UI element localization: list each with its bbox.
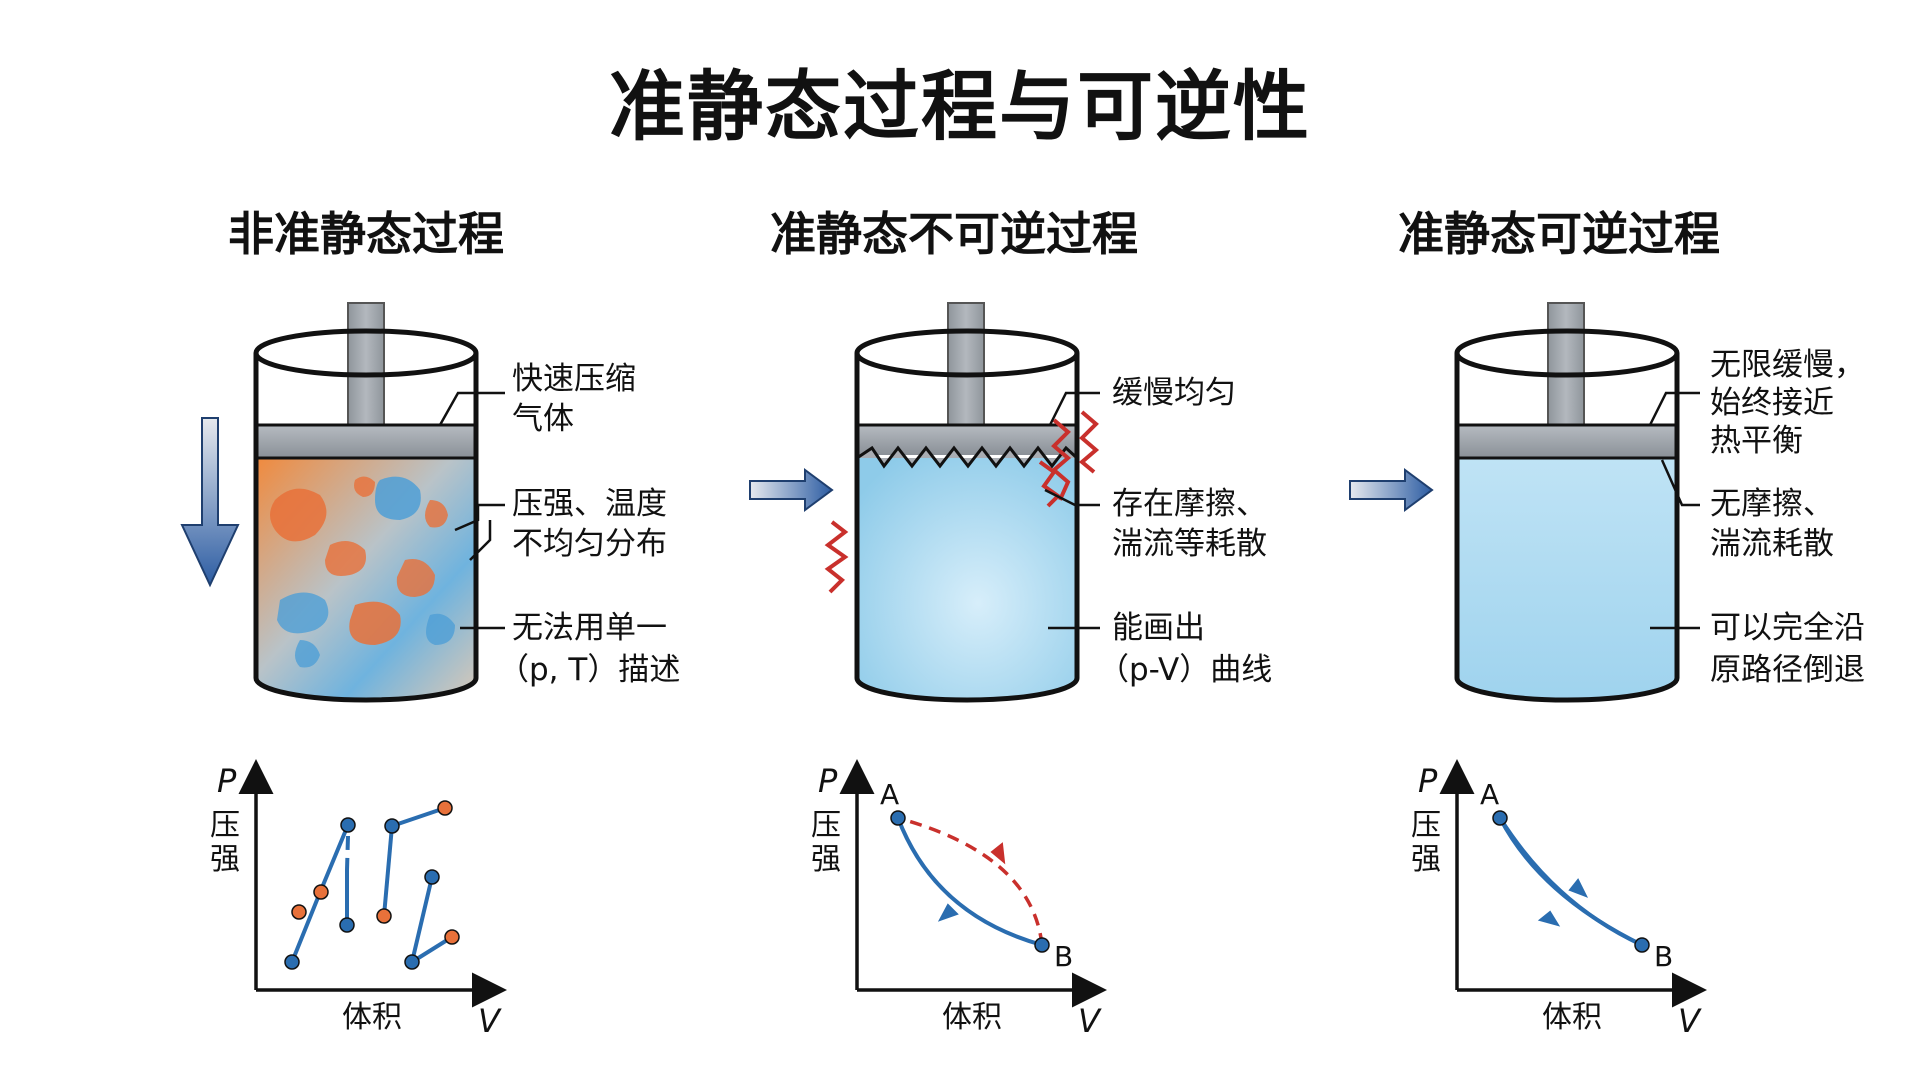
panel2-p-symbol: P	[818, 762, 838, 800]
panel3-cylinder	[1454, 302, 1680, 703]
panel3-label-reverse-2: 原路径倒退	[1710, 652, 1865, 688]
friction-spark-icons	[824, 410, 1100, 594]
panel2-pv-curves	[890, 810, 1050, 953]
panel1-label-no-single-2: （p, T）描述	[498, 652, 681, 688]
panel2-leaders	[1044, 391, 1100, 630]
panel3-v-symbol: V	[1678, 1002, 1700, 1040]
panel2-label-curve-2: （p-V）曲线	[1098, 652, 1273, 688]
compression-arrow-icon	[180, 417, 240, 588]
panel2-label-slow: 缓慢均匀	[1112, 375, 1236, 411]
panel1-cylinder	[253, 302, 479, 703]
panel3-label-reverse-1: 可以完全沿	[1710, 610, 1865, 646]
panel1-v-label: 体积	[342, 1000, 402, 1035]
panel2-v-symbol: V	[1078, 1002, 1100, 1040]
panel1-label-nonuniform-1: 压强、温度	[512, 486, 667, 522]
panel2-p-char1: 压	[811, 808, 841, 843]
panel1-scattered-states	[284, 800, 460, 970]
panel3-pv-curves	[1492, 810, 1650, 953]
panel3-pv-axes	[1439, 759, 1707, 1008]
panel2-point-a: A	[880, 778, 900, 811]
panel2-cylinder	[854, 302, 1080, 703]
panel2-heading: 准静态不可逆过程	[770, 207, 1138, 261]
panel3-p-char1: 压	[1411, 808, 1441, 843]
panel1-pv-axes	[238, 759, 507, 1008]
panel2-label-friction-1: 存在摩擦、	[1112, 486, 1267, 522]
panel2-label-curve-1: 能画出	[1112, 610, 1205, 646]
panel3-push-arrow-icon	[1349, 468, 1434, 512]
panel1-label-fast-compress: 快速压缩	[512, 361, 636, 397]
panel3-v-label: 体积	[1542, 1000, 1602, 1035]
panel1-label-gas: 气体	[512, 401, 574, 437]
panel2-point-b: B	[1054, 940, 1074, 973]
panel3-point-a: A	[1480, 778, 1500, 811]
page-title: 准静态过程与可逆性	[609, 62, 1311, 151]
panel3-point-b: B	[1654, 940, 1674, 973]
panel3-label-slow-2: 始终接近	[1710, 385, 1834, 421]
panel1-label-nonuniform-2: 不均匀分布	[512, 526, 667, 562]
panel1-heading: 非准静态过程	[228, 207, 504, 261]
panel1-leaders	[438, 391, 505, 630]
panel2-push-arrow-icon	[749, 468, 834, 512]
panel3-label-slow-1: 无限缓慢，	[1710, 347, 1865, 383]
panel3-leaders	[1648, 391, 1700, 630]
panel3-label-no-friction-1: 无摩擦、	[1710, 486, 1834, 522]
gas-blobs	[270, 476, 455, 668]
panel1-p-char1: 压	[210, 808, 240, 843]
panel3-p-char2: 强	[1411, 842, 1441, 877]
panel1-label-no-single-1: 无法用单一	[512, 610, 667, 646]
panel1-v-symbol: V	[478, 1002, 500, 1040]
panel1-p-symbol: P	[217, 762, 237, 800]
panel3-label-no-friction-2: 湍流耗散	[1710, 526, 1834, 562]
panel3-p-symbol: P	[1418, 762, 1438, 800]
panel2-label-friction-2: 湍流等耗散	[1112, 526, 1267, 562]
panel3-heading: 准静态可逆过程	[1398, 207, 1720, 261]
panel3-label-slow-3: 热平衡	[1710, 423, 1803, 459]
panel2-pv-axes	[839, 759, 1107, 1008]
panel1-p-char2: 强	[210, 842, 240, 877]
panel2-v-label: 体积	[942, 1000, 1002, 1035]
panel2-p-char2: 强	[811, 842, 841, 877]
